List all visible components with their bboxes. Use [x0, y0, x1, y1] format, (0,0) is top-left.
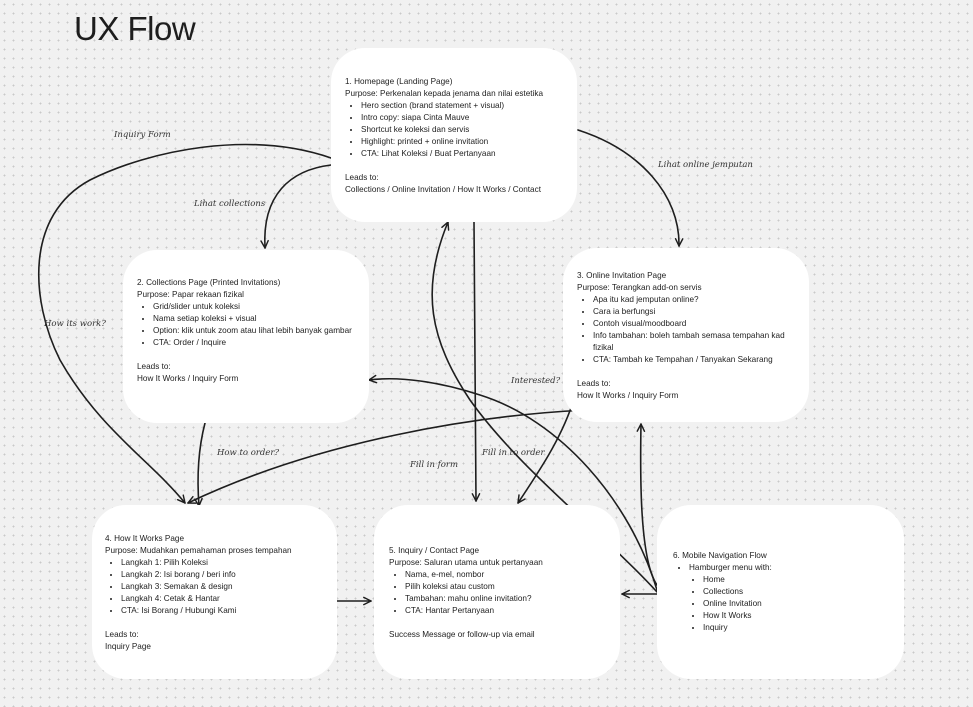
card-heading: 5. Inquiry / Contact Page: [389, 546, 480, 555]
leads-targets: How It Works / Inquiry Form: [577, 391, 679, 400]
leads-targets: How It Works / Inquiry Form: [137, 374, 239, 383]
card-purpose: Purpose: Mudahkan pemahaman proses tempa…: [105, 546, 292, 555]
card-purpose: Purpose: Perkenalan kepada jenama dan ni…: [345, 89, 543, 98]
arrow-mobile-to-online: [636, 423, 658, 586]
card-online-invitation[interactable]: 3. Online Invitation Page Purpose: Teran…: [563, 248, 809, 422]
card-inquiry-contact[interactable]: 5. Inquiry / Contact Page Purpose: Salur…: [374, 505, 620, 679]
list-item: Contoh visual/moodboard: [593, 318, 797, 330]
arrow-homepage-to-online: [577, 129, 684, 247]
arrow-homepage-to-howitworks: [37, 143, 332, 504]
menu-item-inquiry: Inquiry: [703, 622, 904, 634]
card-bullet-list: Nama, e-mel, nombor Pilih koleksi atau c…: [389, 569, 620, 617]
page-title: UX Flow: [74, 10, 196, 47]
card-purpose: Purpose: Papar rekaan fizikal: [137, 290, 244, 299]
list-item: Cara ia berfungsi: [593, 306, 797, 318]
list-item: Hero section (brand statement + visual): [361, 100, 577, 112]
arrow-collections-to-howitworks: [194, 422, 206, 507]
list-item: CTA: Tambah ke Tempahan / Tanyakan Sekar…: [593, 354, 797, 366]
card-heading: 6. Mobile Navigation Flow: [673, 551, 767, 560]
leads-label: Leads to:: [137, 362, 171, 371]
list-item: Hamburger menu with: Home Collections On…: [689, 562, 904, 634]
card-heading: 1. Homepage (Landing Page): [345, 77, 453, 86]
list-item: CTA: Isi Borang / Hubungi Kami: [121, 605, 337, 617]
card-bullet-list: Hamburger menu with: Home Collections On…: [673, 562, 904, 634]
label-lihat-online-jemputan: Lihat online jemputan: [658, 160, 753, 170]
card-purpose: Purpose: Terangkan add-on servis: [577, 283, 702, 292]
arrow-homepage-to-collections: [260, 164, 332, 249]
card-footer-note: Success Message or follow-up via email: [389, 630, 535, 639]
label-fill-in-form: Fill in form: [410, 460, 459, 470]
list-item: Langkah 2: Isi borang / beri info: [121, 569, 337, 581]
list-item: Nama, e-mel, nombor: [405, 569, 620, 581]
leads-targets: Inquiry Page: [105, 642, 151, 651]
arrow-mobile-to-collections: [368, 374, 658, 591]
list-item: CTA: Lihat Koleksi / Buat Pertanyaan: [361, 148, 577, 160]
menu-item-home: Home: [703, 574, 904, 586]
list-item: Langkah 4: Cetak & Hantar: [121, 593, 337, 605]
card-heading: 3. Online Invitation Page: [577, 271, 667, 280]
card-heading: 2. Collections Page (Printed Invitations…: [137, 278, 281, 287]
card-purpose: Purpose: Saluran utama untuk pertanyaan: [389, 558, 543, 567]
list-item: Langkah 1: Pilih Koleksi: [121, 557, 337, 569]
card-bullet-list: Apa itu kad jemputan online? Cara ia ber…: [577, 294, 797, 366]
arrow-online-to-inquiry: [517, 404, 573, 504]
list-item: Info tambahan: boleh tambah semasa tempa…: [593, 330, 797, 354]
list-item: Shortcut ke koleksi dan servis: [361, 124, 577, 136]
label-how-its-work: How its work?: [44, 319, 106, 329]
label-lihat-collections: Lihat collections: [194, 199, 266, 209]
menu-items: Home Collections Online Invitation How I…: [689, 574, 904, 634]
leads-label: Leads to:: [345, 173, 379, 182]
label-how-to-order: How to order?: [217, 448, 280, 458]
list-item: CTA: Order / Inquire: [153, 337, 357, 349]
list-item: Langkah 3: Semakan & design: [121, 581, 337, 593]
label-interested: Interested?: [511, 376, 561, 386]
list-item: Highlight: printed + online invitation: [361, 136, 577, 148]
menu-item-collections: Collections: [703, 586, 904, 598]
leads-label: Leads to:: [105, 630, 139, 639]
list-item: CTA: Hantar Pertanyaan: [405, 605, 620, 617]
label-fill-in-to-order: Fill in to order: [482, 448, 545, 458]
leads-label: Leads to:: [577, 379, 611, 388]
card-how-it-works[interactable]: 4. How It Works Page Purpose: Mudahkan p…: [92, 505, 337, 679]
card-bullet-list: Hero section (brand statement + visual) …: [345, 100, 577, 160]
card-bullet-list: Langkah 1: Pilih Koleksi Langkah 2: Isi …: [105, 557, 337, 617]
menu-item-how-it-works: How It Works: [703, 610, 904, 622]
list-item: Pilih koleksi atau custom: [405, 581, 620, 593]
arrow-online-to-howitworks: [187, 409, 588, 504]
card-bullet-list: Grid/slider untuk koleksi Nama setiap ko…: [137, 301, 357, 349]
card-collections[interactable]: 2. Collections Page (Printed Invitations…: [123, 250, 369, 423]
label-inquiry-form: Inquiry Form: [114, 130, 171, 140]
list-item: Grid/slider untuk koleksi: [153, 301, 357, 313]
list-item: Tambahan: mahu online invitation?: [405, 593, 620, 605]
card-homepage[interactable]: 1. Homepage (Landing Page) Purpose: Perk…: [331, 48, 577, 222]
list-item: Intro copy: siapa Cinta Mauve: [361, 112, 577, 124]
list-item: Nama setiap koleksi + visual: [153, 313, 357, 325]
card-heading: 4. How It Works Page: [105, 534, 185, 543]
leads-targets: Collections / Online Invitation / How It…: [345, 185, 541, 194]
hamburger-menu-label: Hamburger menu with:: [689, 563, 772, 572]
list-item: Option: klik untuk zoom atau lihat lebih…: [153, 325, 357, 337]
card-mobile-navigation[interactable]: 6. Mobile Navigation Flow Hamburger menu…: [657, 505, 904, 679]
list-item: Apa itu kad jemputan online?: [593, 294, 797, 306]
menu-item-online-invitation: Online Invitation: [703, 598, 904, 610]
arrow-homepage-to-inquiry: [471, 221, 481, 502]
